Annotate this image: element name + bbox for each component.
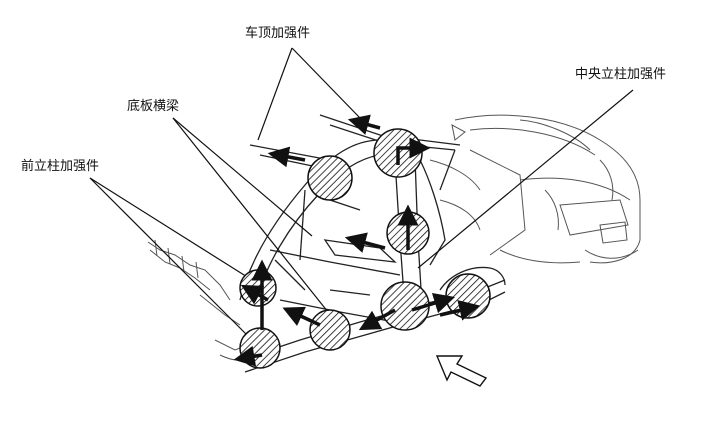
arrow-floor — [344, 232, 385, 253]
arrow-roof-t — [398, 137, 431, 165]
arrow-roof-rear — [347, 114, 380, 135]
arrow-center-rear — [412, 292, 456, 314]
arrow-sill-rear — [440, 300, 481, 321]
marker-floor-crossmember — [310, 310, 350, 350]
arrow-roof-front — [267, 146, 305, 168]
leader-center — [418, 90, 633, 268]
leader-lines — [90, 48, 633, 336]
leader-floor-1 — [173, 118, 312, 236]
label-center-pillar-reinforcement: 中央立柱加强件 — [575, 67, 667, 82]
leader-front-2 — [90, 178, 248, 336]
label-front-pillar-reinforcement: 前立柱加强件 — [21, 159, 100, 174]
arrow-center-base — [358, 310, 395, 331]
impact-arrow — [437, 356, 486, 386]
load-arrows — [233, 114, 481, 367]
front-bay-outline — [148, 240, 250, 360]
arrow-sill-mid — [282, 306, 320, 325]
marker-roof-front — [308, 156, 352, 200]
leader-front-1 — [90, 178, 252, 280]
marker-front-pillar-lower — [240, 328, 280, 368]
label-roof-reinforcement: 车顶加强件 — [245, 26, 311, 41]
rear-body-outline — [430, 115, 640, 263]
leader-floor-2 — [173, 118, 328, 312]
leader-roof-1 — [258, 48, 292, 140]
leader-roof-2 — [292, 48, 360, 118]
marker-front-pillar-upper — [240, 270, 276, 306]
label-floor-crossmember: 底板横梁 — [127, 99, 180, 114]
arrow-front-pillar-side — [240, 284, 268, 305]
arrow-sill-front — [233, 345, 262, 367]
